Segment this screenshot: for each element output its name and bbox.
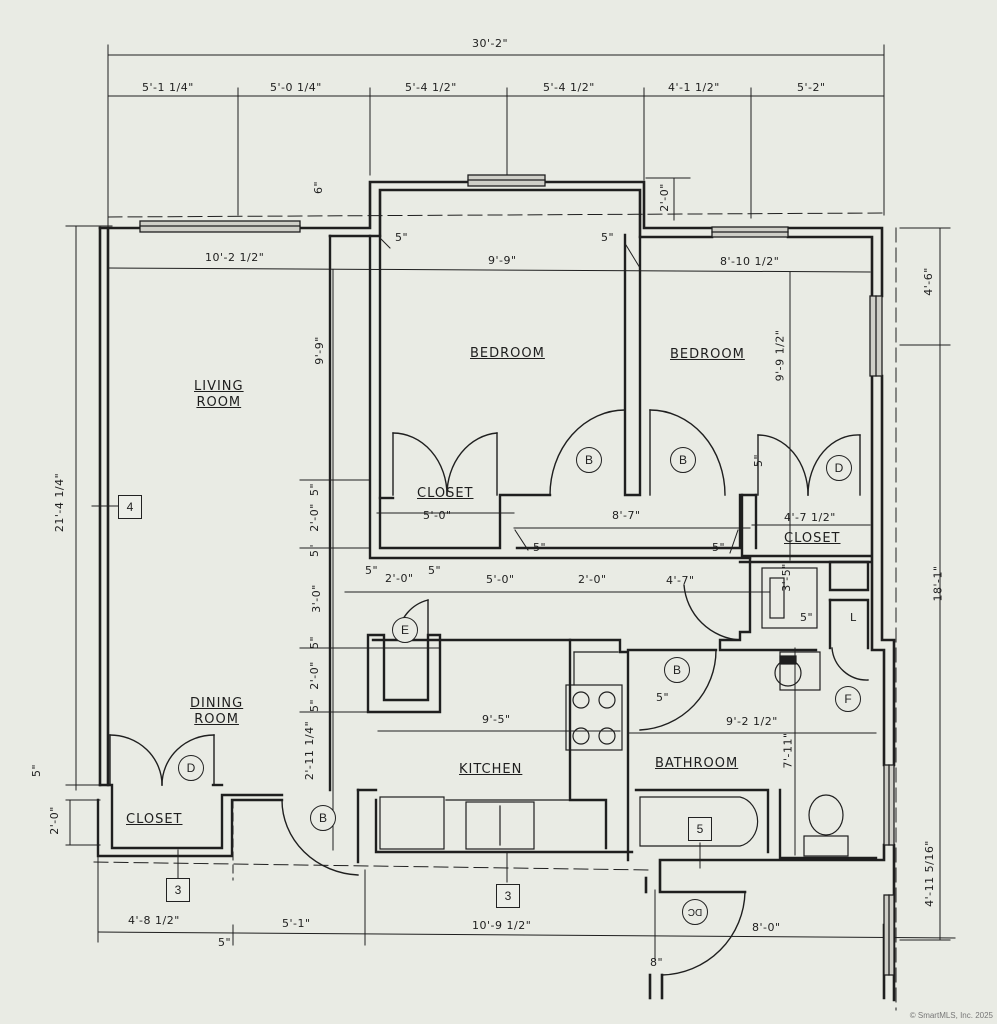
closet-width-dim: 5'-0" bbox=[423, 509, 452, 522]
door-mark-e-linen: E bbox=[392, 617, 418, 643]
dimension-lines bbox=[65, 44, 956, 1011]
top-dim-1: 5'-1 1/4" bbox=[142, 81, 194, 94]
living-width-dim: 10'-2 1/2" bbox=[205, 251, 265, 264]
top-dim-3: 5'-4 1/2" bbox=[405, 81, 457, 94]
kitchen-width-dim: 9'-5" bbox=[482, 713, 511, 726]
tag-3-left: 3 bbox=[166, 878, 190, 902]
door-swings bbox=[109, 409, 869, 976]
five-dim-h: 5" bbox=[656, 691, 670, 704]
copyright-credit: © SmartMLS, Inc. 2025 bbox=[909, 1011, 993, 1020]
closet3-label: CLOSET bbox=[126, 812, 183, 827]
bedroom2-label: BEDROOM bbox=[670, 347, 745, 362]
five-dim-a: 5" bbox=[395, 231, 409, 244]
five-dim-left3: 5" bbox=[308, 635, 322, 650]
tag-5: 5 bbox=[688, 817, 712, 841]
five-dim-closet2: 5" bbox=[752, 453, 766, 468]
bottom-dim-2: 5'-1" bbox=[282, 917, 311, 930]
two-dim: 2'-0" bbox=[385, 572, 414, 585]
dining-room-label: DINING ROOM bbox=[190, 697, 243, 726]
five-dim-b: 5" bbox=[601, 231, 615, 244]
two-b-dim: 2'-0" bbox=[578, 573, 607, 586]
four-seven-dim: 4'-7" bbox=[666, 574, 695, 587]
overall-width-dim: 30'-2" bbox=[472, 37, 509, 50]
five-dim-left4: 5" bbox=[308, 698, 322, 713]
top-dim-2: 5'-0 1/4" bbox=[270, 81, 322, 94]
bath-width-dim: 9'-2 1/2" bbox=[726, 715, 778, 728]
living-room-label-line1: LIVING bbox=[194, 379, 244, 394]
top-dim-4: 5'-4 1/2" bbox=[543, 81, 595, 94]
door-mark-f-bath: F bbox=[835, 686, 861, 712]
bottom-dim-1: 4'-8 1/2" bbox=[128, 914, 180, 927]
closet2-label: CLOSET bbox=[784, 531, 841, 546]
door-mark-b-bath: B bbox=[664, 657, 690, 683]
three-five-dim: 3'-5" bbox=[779, 563, 793, 592]
bottom-five-dim: 5" bbox=[218, 936, 232, 949]
left-two-dim: 2'-0" bbox=[47, 806, 61, 835]
win-depth-dim: 2'-0" bbox=[657, 183, 671, 212]
five-dim-far-left: 5" bbox=[30, 763, 44, 778]
bottom-eight-dim: 8" bbox=[650, 956, 664, 969]
bedroom1-width-dim: 9'-9" bbox=[488, 254, 517, 267]
bedroom2-height-dim: 9'-9 1/2" bbox=[773, 329, 787, 382]
fixtures bbox=[375, 567, 849, 857]
door-mark-dc: DC bbox=[682, 899, 708, 925]
door-mark-b-bed1: B bbox=[576, 447, 602, 473]
right-top-dim: 4'-6" bbox=[921, 267, 935, 296]
five-dim-c: 5" bbox=[533, 541, 547, 554]
top-dim-6: 5'-2" bbox=[797, 81, 826, 94]
dining-room-label-line2: ROOM bbox=[194, 712, 239, 727]
tag-3-center: 3 bbox=[496, 884, 520, 908]
five-dim-e: 5" bbox=[365, 564, 379, 577]
left-total-dim: 21'-4 1/4" bbox=[53, 472, 67, 533]
linen-depth-dim: 2'-0" bbox=[307, 661, 321, 690]
bath-height-dim: 7'-11" bbox=[781, 732, 795, 769]
five-ft-dim: 5'-0" bbox=[486, 573, 515, 586]
bottom-dim-3: 10'-9 1/2" bbox=[472, 919, 532, 932]
bedroom2-width-dim: 8'-10 1/2" bbox=[720, 255, 780, 268]
dining-room-label-line1: DINING bbox=[190, 696, 244, 711]
living-room-label-line2: ROOM bbox=[196, 395, 242, 410]
right-bottom-dim: 4'-11 5/16" bbox=[922, 840, 936, 907]
closet2-width-dim: 4'-7 1/2" bbox=[784, 511, 836, 524]
living-room-label: LIVING ROOM bbox=[194, 380, 244, 409]
door-mark-l: L bbox=[850, 611, 857, 624]
kitchen-label: KITCHEN bbox=[459, 762, 523, 777]
door-mark-b-bed2: B bbox=[670, 447, 696, 473]
five-dim-left1: 5" bbox=[308, 482, 322, 497]
windows bbox=[139, 174, 895, 976]
bedroom1-label: BEDROOM bbox=[470, 346, 545, 361]
five-dim-g: 5" bbox=[800, 611, 814, 624]
door-mark-b-entry: B bbox=[310, 805, 336, 831]
door-mark-d-closet2: D bbox=[826, 455, 852, 481]
bottom-dim-4: 8'-0" bbox=[752, 921, 781, 934]
hall-width-dim: 8'-7" bbox=[612, 509, 641, 522]
hall-depth-dim: 3'-0" bbox=[309, 584, 323, 613]
living-height-dim: 9'-9" bbox=[312, 336, 326, 365]
five-dim-f: 5" bbox=[428, 564, 442, 577]
bathroom-label: BATHROOM bbox=[655, 756, 739, 771]
six-dim: 6" bbox=[312, 180, 326, 195]
five-dim-left2: 5" bbox=[308, 543, 322, 558]
top-dim-5: 4'-1 1/2" bbox=[668, 81, 720, 94]
closet-depth-dim: 2'-0" bbox=[307, 503, 321, 532]
five-dim-d: 5" bbox=[712, 541, 726, 554]
right-total-dim: 18'-1" bbox=[931, 565, 945, 602]
door-mark-d-dining: D bbox=[178, 755, 204, 781]
exterior-walls bbox=[98, 180, 896, 1002]
closet1-label: CLOSET bbox=[417, 486, 474, 501]
tag-4: 4 bbox=[118, 495, 142, 519]
kitchen-depth-dim: 2'-11 1/4" bbox=[303, 720, 317, 781]
